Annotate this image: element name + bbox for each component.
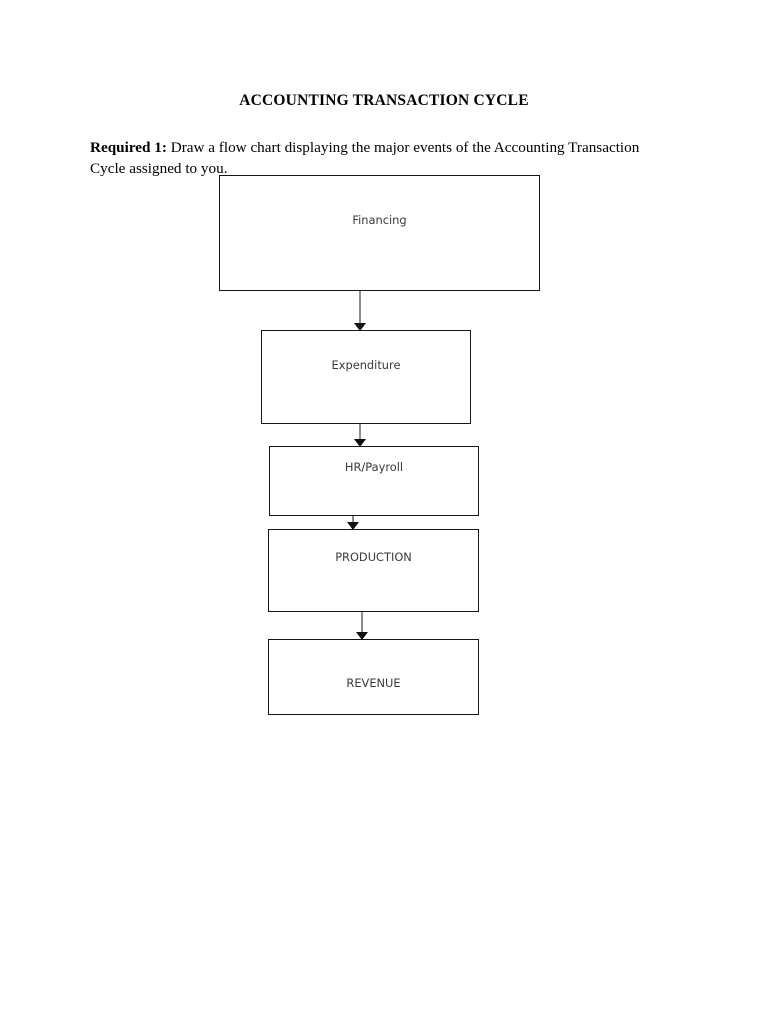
flow-node-hrpayroll-label: HR/Payroll	[344, 460, 404, 474]
arrow-head-down-icon	[347, 522, 359, 530]
arrow-stem	[361, 612, 363, 633]
arrow-stem	[359, 291, 361, 324]
arrow-stem	[359, 424, 361, 440]
flow-node-expenditure-label: Expenditure	[331, 358, 401, 372]
flow-arrow-financing-to-expenditure	[353, 291, 367, 331]
flow-node-revenue-label: REVENUE	[346, 676, 401, 690]
arrow-head-down-icon	[356, 632, 368, 640]
flow-node-production-label: PRODUCTION	[335, 550, 412, 564]
flow-arrow-expenditure-to-hrpayroll	[353, 424, 367, 447]
flow-node-production[interactable]: PRODUCTION	[268, 529, 479, 612]
flow-arrow-hrpayroll-to-production	[346, 516, 360, 530]
flow-node-financing[interactable]: Financing	[219, 175, 540, 291]
flow-arrow-production-to-revenue	[355, 612, 369, 640]
requirement-text: Draw a flow chart displaying the major e…	[90, 139, 640, 177]
flow-node-expenditure[interactable]: Expenditure	[261, 330, 471, 424]
flow-node-hrpayroll[interactable]: HR/Payroll	[269, 446, 479, 516]
requirement-label: Required 1:	[90, 139, 167, 157]
arrow-head-down-icon	[354, 439, 366, 447]
page-title: ACCOUNTING TRANSACTION CYCLE	[239, 92, 529, 109]
arrow-head-down-icon	[354, 323, 366, 331]
requirement-paragraph: Required 1: Draw a flow chart displaying…	[90, 138, 668, 179]
flow-node-revenue[interactable]: REVENUE	[268, 639, 479, 715]
flow-node-financing-label: Financing	[352, 213, 407, 227]
arrow-stem	[352, 516, 354, 523]
